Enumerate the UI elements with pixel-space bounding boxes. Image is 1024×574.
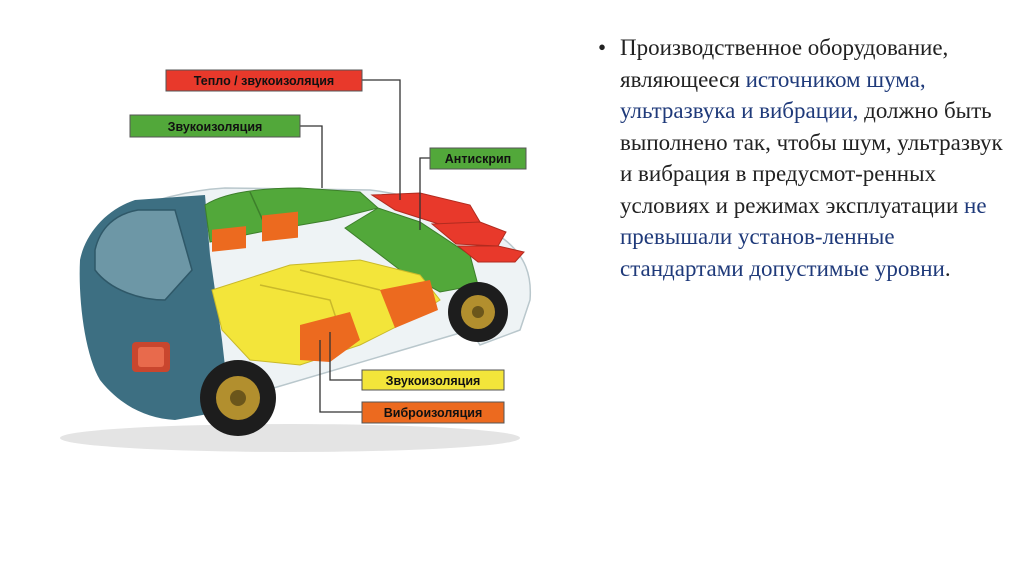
rear-window — [94, 209, 193, 301]
text-segment-highlight: источником шума, ультразвука и вибрации, — [620, 66, 926, 124]
label-heat-sound: Тепло / звукоизоляция — [165, 69, 363, 92]
bullet-marker: • — [598, 35, 607, 60]
svg-text:Звукоизоляция: Звукоизоляция — [168, 120, 263, 134]
bullet-paragraph: Производственное оборудование, являющеес… — [620, 32, 1008, 284]
tail-light-inner — [138, 347, 164, 367]
vibro-panel-2 — [380, 280, 438, 328]
svg-text:Тепло / звукоизоляция: Тепло / звукоизоляция — [194, 74, 334, 88]
label-sound-top: Звукоизоляция — [129, 114, 301, 138]
hood-red-2 — [430, 221, 507, 247]
front-wheel — [448, 282, 508, 342]
leader-lines — [300, 79, 430, 413]
car-insulation-diagram: Тепло / звукоизоляция Звукоизоляция Анти… — [60, 69, 532, 452]
label-vibro: Виброизоляция — [361, 401, 505, 424]
rear-wheel — [200, 360, 276, 436]
label-sound-bottom: Звукоизоляция — [361, 369, 505, 391]
svg-text:Виброизоляция: Виброизоляция — [384, 406, 483, 420]
floor-seam-2 — [299, 269, 381, 291]
text-segment-highlight: не превышали установ-ленные стандартами … — [620, 192, 987, 281]
text-segment: . — [944, 255, 951, 281]
text-segment: должно быть выполнено так, чтобы шум, ул… — [620, 98, 1003, 218]
text-segment: Производственное оборудование, являющеес… — [620, 35, 949, 92]
orange-panel-1 — [212, 226, 246, 252]
svg-text:Антискрип: Антискрип — [445, 152, 511, 166]
bullet-text-block: • Производственное оборудование, являюще… — [598, 32, 1008, 284]
hood-red-3 — [456, 245, 525, 263]
label-antisquek: Антискрип — [429, 147, 527, 170]
car-shadow — [60, 424, 520, 452]
orange-panel-2 — [262, 211, 298, 242]
svg-text:Звукоизоляция: Звукоизоляция — [386, 374, 481, 388]
